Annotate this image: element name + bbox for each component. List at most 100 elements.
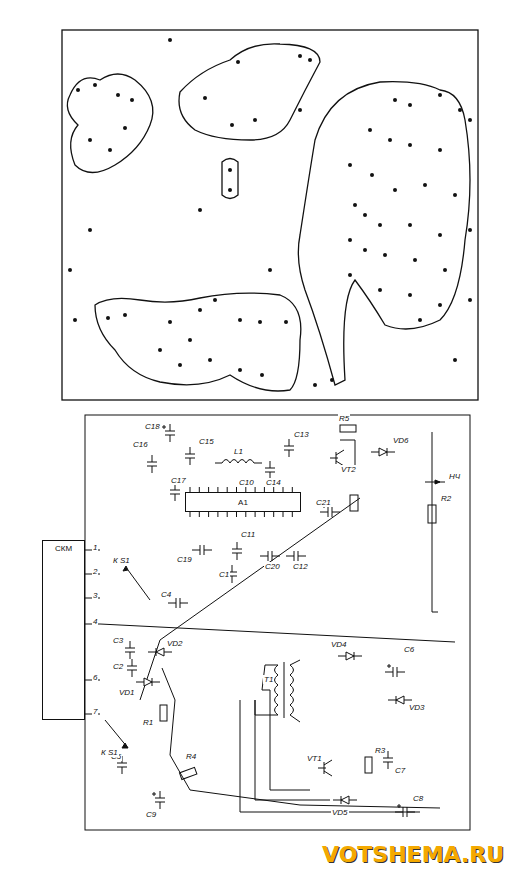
pad [106, 316, 110, 320]
pad [443, 268, 447, 272]
pad [438, 303, 442, 307]
capacitor-symbol [152, 791, 165, 809]
pad [393, 188, 397, 192]
inductor-symbol [222, 460, 254, 464]
part-label: C19 [176, 555, 193, 564]
copper-area [222, 159, 238, 199]
part-label: НЧ [448, 472, 461, 481]
pad [393, 98, 397, 102]
copper-area [298, 82, 470, 385]
capacitor-symbol [147, 455, 157, 473]
pad [308, 58, 312, 62]
connector-block: СКМ [42, 540, 85, 720]
copper-area [67, 74, 153, 173]
capacitor-symbol [162, 424, 175, 442]
pad [88, 138, 92, 142]
pad [348, 163, 352, 167]
pad [458, 108, 462, 112]
pad [73, 318, 77, 322]
resistor-symbol [340, 425, 356, 432]
capacitor-symbol [168, 598, 188, 608]
part-label: C2 [112, 662, 124, 671]
pad [408, 293, 412, 297]
pad [453, 193, 457, 197]
pad [198, 208, 202, 212]
pad [284, 320, 288, 324]
part-label: L1 [233, 447, 244, 456]
diode-symbol [136, 678, 160, 686]
capacitor-symbol [284, 439, 294, 457]
part-label: C16 [132, 440, 149, 449]
part-label: VT2 [340, 465, 357, 474]
capacitor-symbol [125, 641, 135, 659]
node-label: A1 [186, 498, 300, 507]
part-label: R3 [374, 746, 386, 755]
wire [128, 570, 150, 600]
pad [363, 213, 367, 217]
pin-number: 4 [92, 617, 98, 626]
resistor-symbol [350, 495, 358, 511]
pad [238, 368, 242, 372]
pin-number: 6 [92, 673, 98, 682]
pad [383, 253, 387, 257]
diode-symbol [338, 652, 362, 660]
capacitor-symbol [385, 664, 405, 677]
copper-area [95, 293, 301, 391]
part-label: C6 [403, 645, 415, 654]
part-label: C13 [293, 430, 310, 439]
part-label: C3 [112, 636, 124, 645]
part-label: R4 [185, 752, 197, 761]
wire [105, 720, 128, 748]
board-outline [85, 415, 470, 830]
ic-package: A1 [185, 492, 301, 512]
part-label: C10 [238, 478, 255, 487]
part-label: C8 [412, 794, 424, 803]
pad [76, 88, 80, 92]
diode-symbol [333, 796, 357, 804]
part-label: C4 [160, 590, 172, 599]
part-label: К S1 [100, 748, 119, 757]
pad [260, 373, 264, 377]
pad [298, 108, 302, 112]
pad [236, 60, 240, 64]
board-outline [62, 30, 478, 400]
pin-number: 1 [92, 543, 98, 552]
capacitor-symbol [286, 551, 306, 561]
arrowhead [122, 743, 128, 748]
part-label: C1 [218, 570, 230, 579]
part-label: VD6 [392, 436, 410, 445]
pad [453, 358, 457, 362]
capacitor-symbol [192, 545, 212, 555]
part-label: C11 [240, 530, 256, 539]
pin-number: 2 [92, 567, 98, 576]
pad [123, 126, 127, 130]
resistor-symbol [365, 757, 372, 773]
pad [130, 98, 134, 102]
pads [68, 38, 472, 387]
part-label: C20 [264, 562, 281, 571]
pad [348, 273, 352, 277]
watermark: VOTSHEMA.RU [322, 843, 504, 867]
pin-number: 7 [92, 707, 98, 716]
wire [340, 440, 355, 465]
wire [262, 690, 310, 790]
arrowhead [123, 566, 128, 571]
pad [418, 318, 422, 322]
pad [116, 93, 120, 97]
arrowhead [435, 480, 440, 484]
pad [213, 298, 217, 302]
part-label: C9 [145, 810, 157, 819]
pad [370, 173, 374, 177]
pad [423, 183, 427, 187]
diode-symbol [371, 448, 395, 456]
transformer-symbol [255, 660, 300, 722]
pad [258, 320, 262, 324]
component-symbols [117, 424, 415, 817]
pad [408, 103, 412, 107]
capacitor-symbol [265, 461, 275, 479]
pad [68, 268, 72, 272]
pin-number: 3 [92, 591, 98, 600]
part-label: C12 [292, 562, 309, 571]
part-label: R2 [440, 494, 452, 503]
capacitor-symbol [395, 804, 415, 817]
